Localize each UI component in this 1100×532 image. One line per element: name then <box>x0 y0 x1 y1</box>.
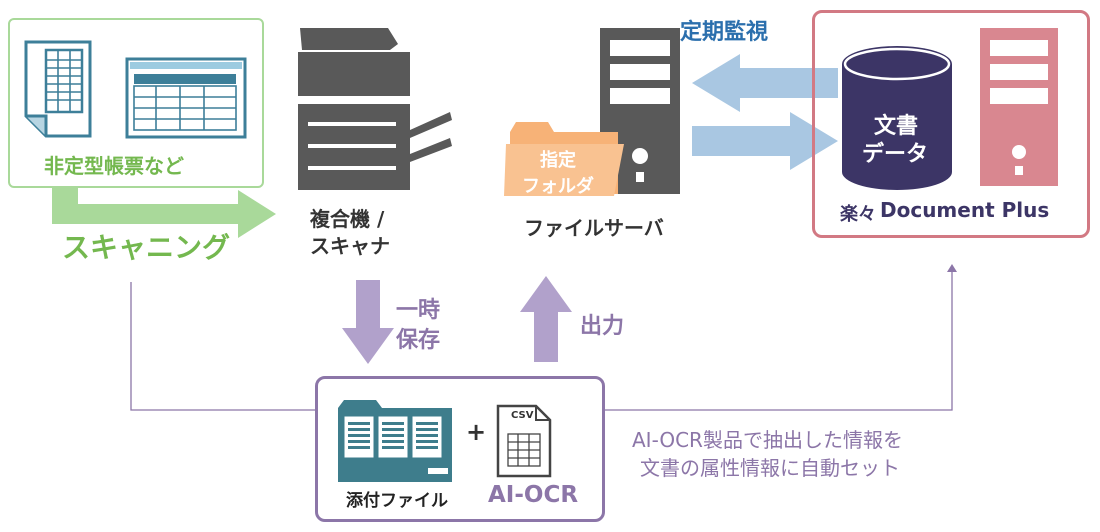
output-arrow <box>520 276 572 362</box>
mfp-label-line2: スキャナ <box>310 234 390 258</box>
csv-file-icon <box>496 404 552 478</box>
attachment-label: 添付ファイル <box>346 491 448 511</box>
form-document-icon <box>24 40 92 138</box>
document-plus-server-icon <box>980 28 1058 186</box>
document-database-icon <box>842 46 952 190</box>
scanning-label: スキャニング <box>62 231 231 264</box>
temp-save-line2: 保存 <box>396 328 441 353</box>
brand-logo: 楽々 <box>840 204 876 225</box>
csv-label: CSV <box>511 410 534 421</box>
plus-sign: + <box>466 418 487 446</box>
temp-save-line1: 一時 <box>396 298 441 323</box>
multifunction-printer-icon <box>298 28 452 190</box>
designated-folder-icon <box>504 122 624 196</box>
mfp-label-line1: 複合機 / <box>310 207 385 231</box>
db-label-line2: データ <box>862 142 929 167</box>
ai-ocr-label: AI-OCR <box>488 482 579 508</box>
periodic-monitoring-label: 定期監視 <box>680 20 769 45</box>
brand-product-name: Document Plus <box>880 198 1050 222</box>
temp-save-arrow <box>342 280 394 364</box>
note-line2: 文書の属性情報に自動セット <box>640 456 900 480</box>
output-label: 出力 <box>580 314 625 339</box>
note-line1: AI-OCR製品で抽出した情報を <box>632 428 903 452</box>
document-plus-box <box>812 10 1090 238</box>
attachment-folder-icon <box>338 400 452 482</box>
forms-box <box>8 18 264 188</box>
scanning-arrow <box>52 188 276 238</box>
forms-label: 非定型帳票など <box>44 154 184 178</box>
folder-label-line2: フォルダ <box>522 176 594 197</box>
monitoring-arrow-left <box>692 54 838 112</box>
form-table-icon <box>125 57 247 139</box>
db-label-line1: 文書 <box>874 114 919 139</box>
file-server-label: ファイルサーバ <box>524 216 664 240</box>
folder-label-line1: 指定 <box>540 150 576 171</box>
monitoring-arrow-right <box>692 112 838 170</box>
